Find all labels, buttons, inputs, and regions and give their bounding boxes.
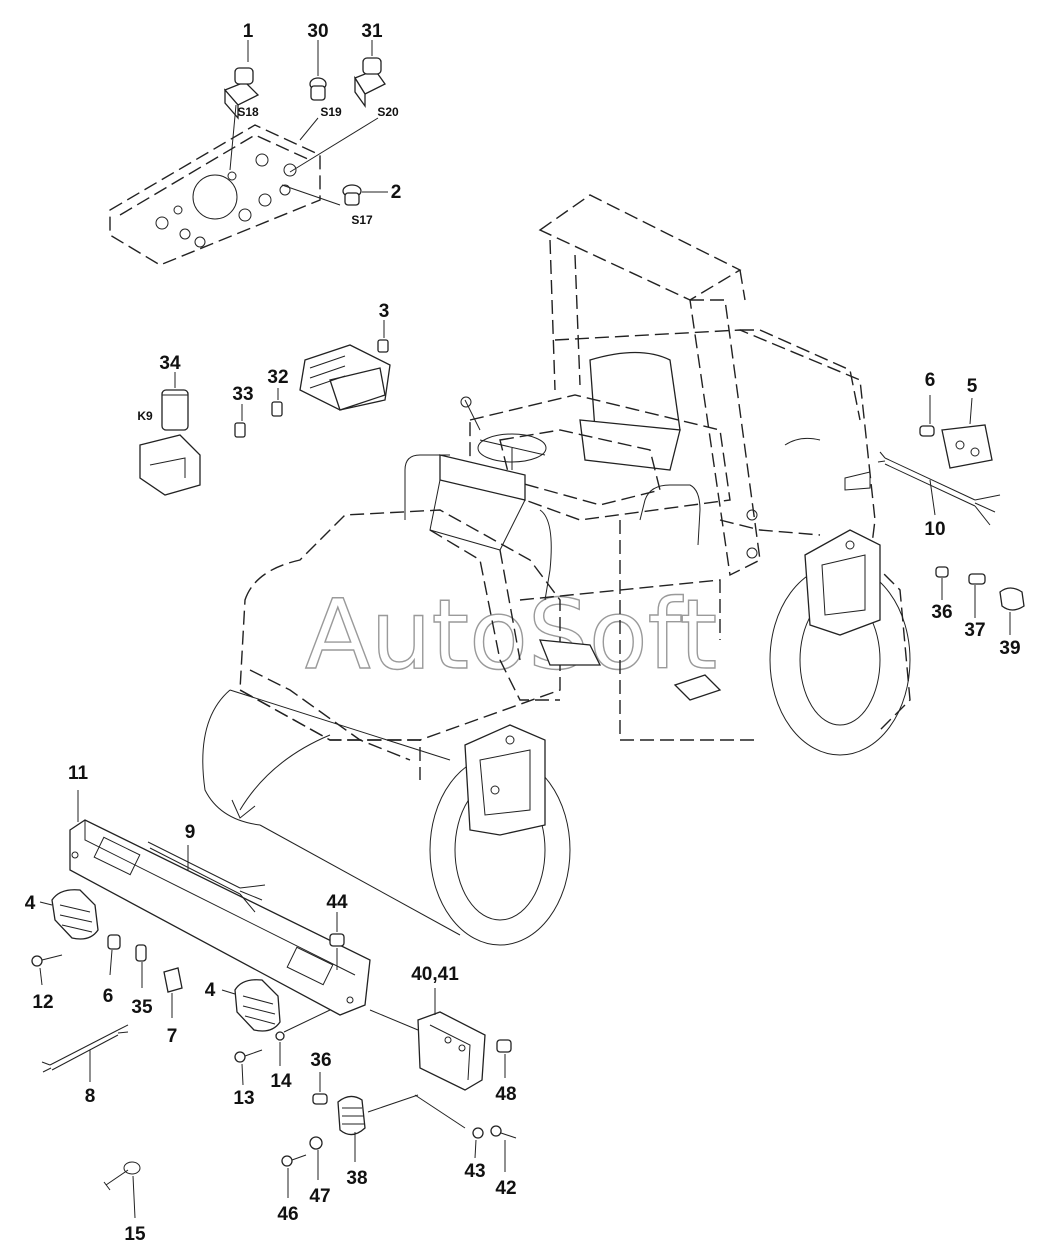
callout-5: 5 [967,376,978,397]
push-button-30 [309,77,327,101]
callout-43: 43 [464,1161,485,1182]
cable-tie-15 [103,1161,141,1191]
screw-46 [281,1154,307,1167]
rocker-switch-31 [354,57,386,109]
lamp-39 [999,587,1025,611]
cable-9 [147,841,266,913]
callout-6-lower: 6 [103,986,114,1007]
callout-35: 35 [131,997,153,1018]
nut-44 [329,933,345,947]
callout-40-41: 40,41 [411,964,459,985]
fuse-32 [271,401,283,417]
callout-30: 30 [307,21,328,42]
cable-8 [41,1024,129,1073]
code-s17: S17 [351,213,373,227]
washer-47 [309,1136,323,1150]
fuse-3 [377,339,389,353]
callout-11: 11 [68,763,89,784]
bulb-36-right [935,566,949,578]
headlamp-4-right [234,979,281,1032]
screw-13 [234,1049,263,1063]
callout-7: 7 [167,1026,178,1047]
callout-36-right: 36 [931,602,952,623]
callout-4-right: 4 [205,980,216,1001]
headlamp-4-left [51,889,99,940]
callout-6-upper: 6 [925,370,936,391]
bulb-6-lower [107,934,121,950]
callout-31: 31 [361,21,383,42]
code-s18: S18 [237,105,259,119]
bulb-35 [135,944,147,962]
washer-43 [472,1127,484,1139]
code-k9: K9 [137,409,153,423]
callout-3: 3 [379,301,390,322]
callout-39: 39 [999,638,1020,659]
screw-42 [490,1125,517,1139]
cable-10 [877,451,1001,526]
roller-machine-outline [202,194,911,946]
callout-2: 2 [391,182,402,203]
bulb-6-upper [919,425,935,437]
callout-15: 15 [124,1224,146,1245]
callout-12: 12 [32,992,53,1013]
callout-8: 8 [85,1086,96,1107]
callout-37: 37 [964,620,985,641]
relay-holder [139,434,201,496]
callout-1: 1 [243,21,254,42]
relay-34 [161,389,189,431]
code-s20: S20 [377,105,399,119]
rocker-switch-1 [223,67,260,120]
callout-44: 44 [326,892,348,913]
screw-12 [31,954,63,967]
washer-14 [275,1031,285,1041]
socket-7 [163,967,183,993]
callout-13: 13 [233,1088,254,1109]
light-bar-11 [69,819,371,1016]
beacon-lamp-38 [337,1095,366,1136]
callout-4-left: 4 [25,893,36,914]
callout-48: 48 [495,1084,516,1105]
switch-panel [109,124,321,266]
fuse-block [299,344,391,411]
callout-10: 10 [924,519,945,540]
callout-46: 46 [277,1204,298,1225]
callout-36-lower: 36 [310,1050,331,1071]
callout-47: 47 [309,1186,330,1207]
bracket-40-41 [417,1011,486,1091]
bulb-37 [968,573,986,585]
bulb-36-lower [312,1093,328,1105]
code-s19: S19 [320,105,342,119]
callout-14: 14 [270,1071,292,1092]
callout-42: 42 [495,1178,516,1199]
push-button-2 [342,184,362,206]
fuse-33 [234,422,246,438]
callout-32: 32 [267,367,288,388]
watermark: AutoSoft [305,579,717,691]
callout-33: 33 [232,384,253,405]
nut-48 [496,1039,512,1053]
callout-34: 34 [159,353,181,374]
callout-9: 9 [185,822,196,843]
callout-38: 38 [346,1168,367,1189]
work-lamp-5 [941,424,993,469]
